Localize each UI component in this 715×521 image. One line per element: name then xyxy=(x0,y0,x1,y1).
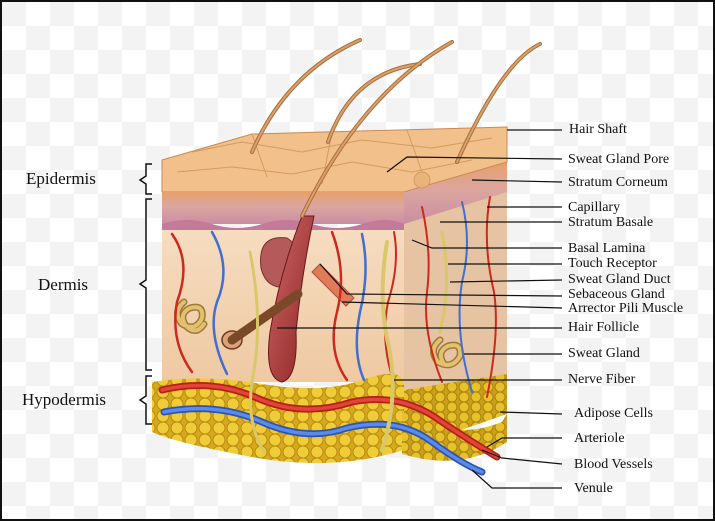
label-hair-shaft: Hair Shaft xyxy=(569,122,627,137)
label-arrector-pili-muscle: Arrector Pili Muscle xyxy=(568,301,683,316)
label-touch-receptor: Touch Receptor xyxy=(568,256,657,271)
label-stratum-corneum: Stratum Corneum xyxy=(568,175,668,190)
label-sweat-gland-duct: Sweat Gland Duct xyxy=(568,272,671,287)
label-hair-follicle: Hair Follicle xyxy=(568,320,639,335)
label-sebaceous-gland: Sebaceous Gland xyxy=(568,287,665,302)
label-blood-vessels: Blood Vessels xyxy=(574,457,653,472)
label-hypodermis: Hypodermis xyxy=(22,390,106,409)
label-basal-lamina: Basal Lamina xyxy=(568,241,645,256)
label-arteriole: Arteriole xyxy=(574,431,625,446)
label-sweat-gland: Sweat Gland xyxy=(568,346,640,361)
label-stratum-basale: Stratum Basale xyxy=(568,215,653,230)
label-epidermis: Epidermis xyxy=(26,169,96,188)
label-adipose-cells: Adipose Cells xyxy=(574,406,653,421)
layer-brackets xyxy=(140,164,152,424)
label-venule: Venule xyxy=(574,481,613,496)
label-nerve-fiber: Nerve Fiber xyxy=(568,372,635,387)
label-capillary: Capillary xyxy=(568,200,620,215)
label-dermis: Dermis xyxy=(38,275,88,294)
label-sweat-gland-pore: Sweat Gland Pore xyxy=(568,152,669,167)
epidermis-front xyxy=(162,192,404,224)
